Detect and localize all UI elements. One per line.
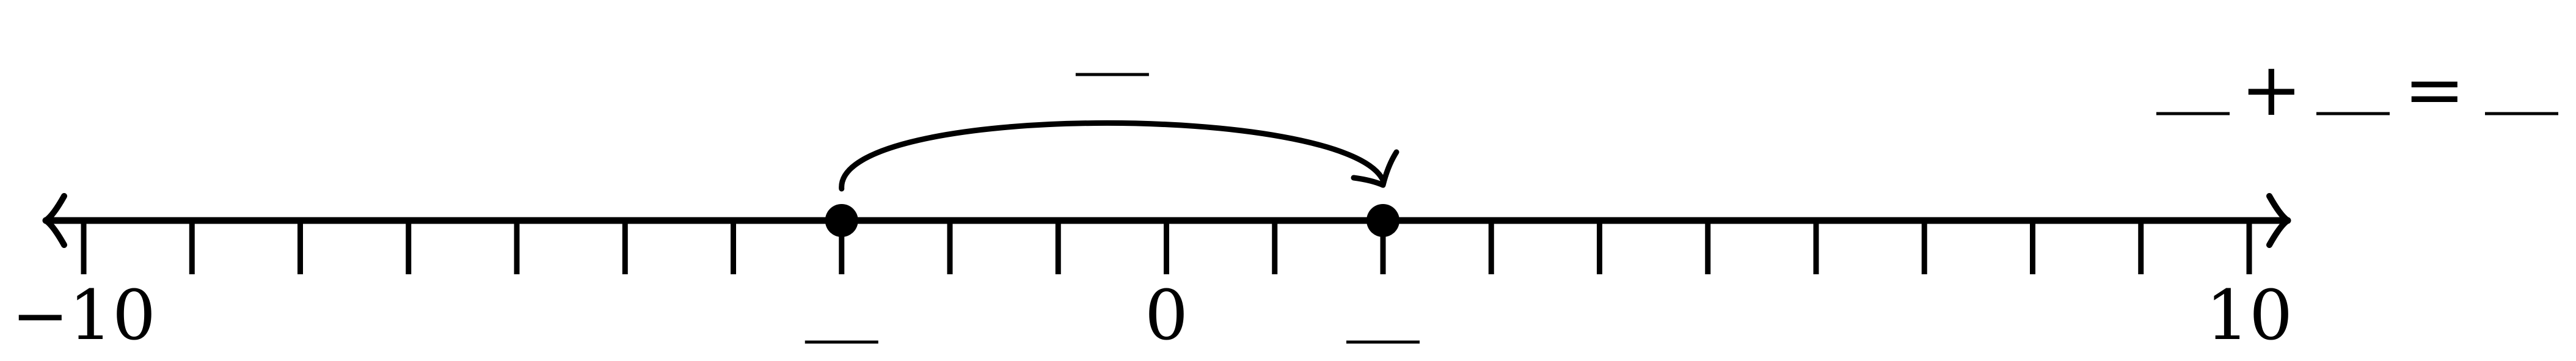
plotted-point [1366, 204, 1399, 237]
tick-marks [81, 221, 2252, 274]
tick-label: 10 [2206, 276, 2293, 356]
left-arrowhead-icon [43, 193, 67, 248]
jump-arrowhead-icon [1351, 149, 1399, 188]
tick-label: −10 [12, 276, 156, 356]
equation-equals-sign: = [2404, 48, 2465, 133]
equation-plus-sign: + [2241, 48, 2302, 133]
tick-label: 0 [1145, 276, 1188, 356]
plotted-points [825, 204, 1399, 237]
right-arrowhead-icon [2266, 193, 2291, 248]
equation: + = [2156, 48, 2558, 133]
tick-labels: −10 0 10 [12, 276, 2293, 356]
jump-arc [839, 120, 1386, 192]
plotted-point [825, 204, 858, 237]
